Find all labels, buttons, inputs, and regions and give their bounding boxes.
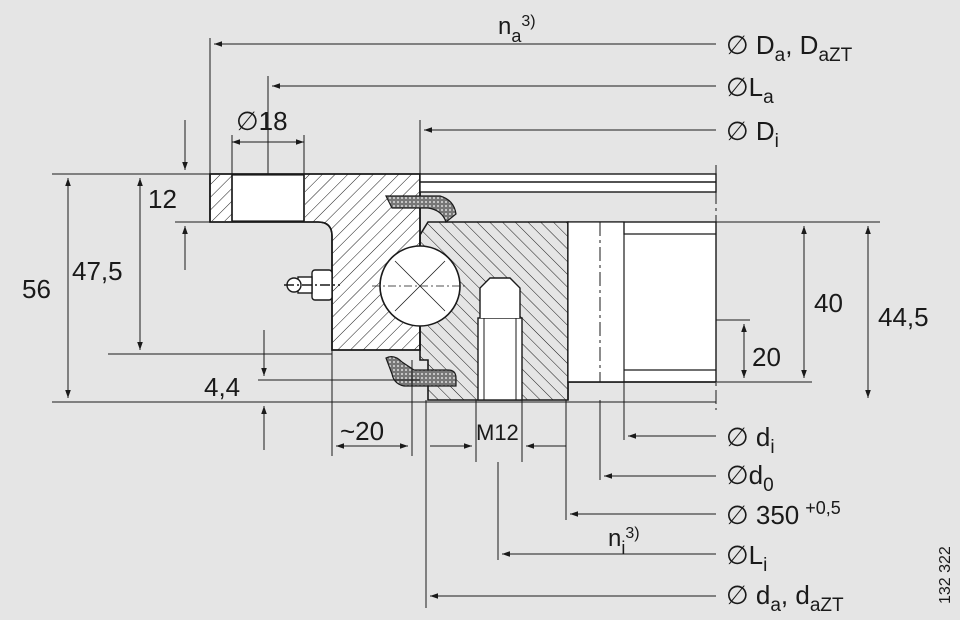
h12-label: 12 <box>148 184 177 214</box>
h56-label: 56 <box>22 274 51 304</box>
seal-bottom <box>385 356 457 387</box>
seal-top <box>385 195 457 224</box>
w20-label: ~20 <box>340 416 384 446</box>
Di-label: ∅ Di <box>726 116 779 152</box>
h20-label: 20 <box>752 342 781 372</box>
dimension-lines <box>52 38 880 608</box>
h475-label: 47,5 <box>72 256 123 286</box>
d0-label: ∅d0 <box>726 460 774 496</box>
La-label: ∅La <box>726 72 774 108</box>
Da-label: ∅ Da, DaZT <box>726 30 853 66</box>
di-label: ∅ di <box>726 422 775 458</box>
h40-label: 40 <box>814 288 843 318</box>
inner-ring <box>419 221 717 401</box>
da-label: ∅ da, daZT <box>726 580 844 616</box>
d18-label: ∅18 <box>236 106 288 136</box>
ni-label: ni3) <box>608 525 640 558</box>
grease-nipple-icon <box>284 269 340 301</box>
Li-label: ∅Li <box>726 540 767 576</box>
drawing-number: 132 322 <box>937 546 954 604</box>
dimension-labels: na3) ∅ Da, DaZT ∅La ∅ Di ∅18 12 56 47,5 … <box>22 13 954 616</box>
h445-label: 44,5 <box>878 302 929 332</box>
outer-rail <box>419 165 717 410</box>
outer-ring <box>209 173 421 351</box>
threaded-bore <box>477 317 523 401</box>
m12-label: M12 <box>476 420 519 445</box>
h44-label: 4,4 <box>204 372 240 402</box>
ball-icon <box>372 245 468 327</box>
d350-label: ∅ 350+0,5 <box>726 498 841 530</box>
na-label: na3) <box>498 13 536 46</box>
mounting-bore-outer <box>231 174 305 222</box>
